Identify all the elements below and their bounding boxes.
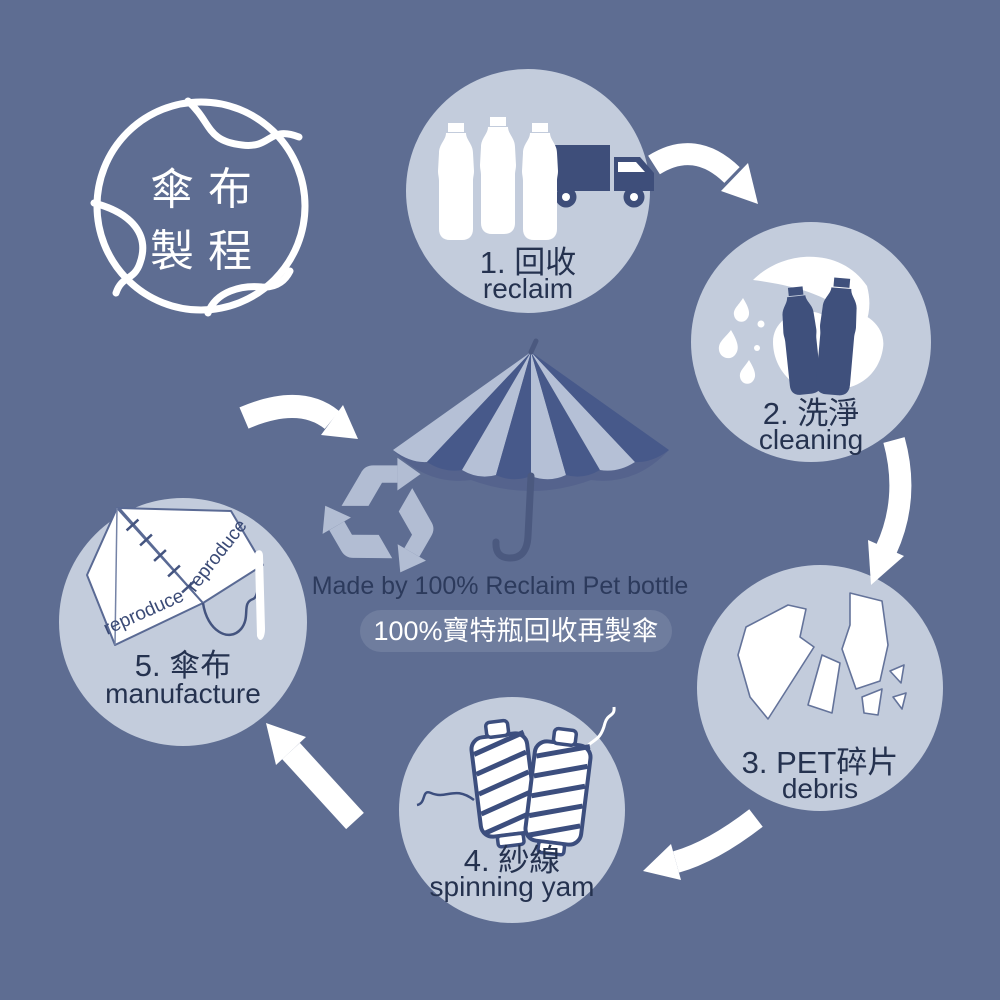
fabric-sewing-icon: reproduce reproduce [86, 507, 265, 646]
step-label-en: spinning yam [429, 871, 595, 902]
step-circle-debris: 3. PET碎片 debris [697, 565, 943, 811]
arrow-step2-to-step3 [868, 437, 912, 585]
step-label-zh: 2. 洗淨 [762, 396, 860, 431]
step-label-zh: 5. 傘布 [134, 648, 232, 683]
recycle-icon [311, 457, 454, 583]
step-circle-manufacture: reproduce reproduce 5. 傘布 manufacture [59, 498, 307, 746]
stitches [125, 518, 195, 594]
step-label-zh: 1. 回收 [479, 245, 577, 280]
arrow-to-center-umbrella [239, 395, 358, 439]
arrow-step1-to-step2 [648, 143, 758, 204]
truck-icon [546, 145, 654, 208]
center-badge: 100%寶特瓶回收再製傘 [360, 610, 672, 652]
step-label-zh: 3. PET碎片 [741, 745, 899, 780]
umbrella-handle [492, 472, 535, 562]
step-label-en: debris [781, 773, 859, 804]
pet-bottle-icon [438, 123, 474, 240]
bottle-washing-icon [718, 256, 884, 397]
needle-icon [255, 550, 265, 640]
step-circle-cleaning: 2. 洗淨 cleaning [691, 222, 931, 462]
globe-title-line1: 傘布 [150, 165, 266, 214]
step-label-en: reclaim [482, 273, 574, 304]
step-circle-spinning: 4. 紗線 spinning yam [399, 697, 625, 923]
arrow-step3-to-step4 [643, 809, 763, 880]
step-circle-reclaim: 1. 回收 reclaim [406, 69, 654, 313]
pet-flakes-icon [737, 592, 907, 720]
step-label-en: cleaning [758, 424, 864, 455]
umbrella-icon [393, 338, 669, 562]
globe-icon [90, 97, 309, 317]
step-label-zh: 4. 紗線 [463, 843, 561, 878]
pet-bottle-icon [522, 123, 558, 240]
globe-title-line2: 製程 [150, 227, 266, 276]
arrow-step4-to-step5 [266, 723, 364, 830]
pet-bottle-icon [480, 117, 516, 234]
step-label-en: manufacture [105, 678, 261, 709]
yarn-spools-icon [416, 706, 616, 870]
globe-logo: 傘布 製程 [90, 95, 312, 317]
center-caption: Made by 100% Reclaim Pet bottle [311, 572, 689, 600]
pet-bottles-truck-icon [438, 117, 654, 240]
